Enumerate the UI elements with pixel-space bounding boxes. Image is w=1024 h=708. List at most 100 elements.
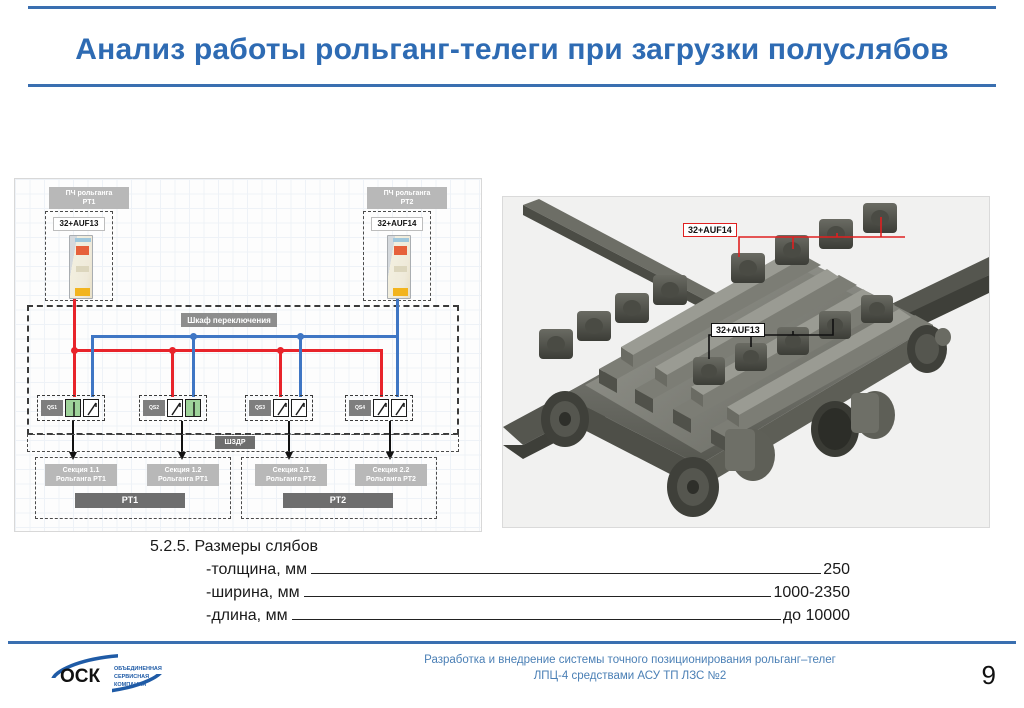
red-drop-2: [171, 349, 174, 397]
title-rule-bottom: [28, 84, 996, 87]
blue-drop-3: [299, 335, 302, 397]
vfd-right-icon: [387, 235, 411, 299]
blue-drop-2: [192, 335, 195, 397]
switch-qs4-a[interactable]: [373, 399, 389, 417]
osk-logo: ОСК ОБЪЕДИНЕННАЯ СЕРВИСНАЯ КОМПАНИЯ: [48, 652, 178, 696]
callout-tag-auf14: 32+AUF14: [683, 223, 737, 237]
roller-table-2-box: [241, 457, 437, 519]
section-2-2-line2: Рольганга РТ2: [366, 476, 416, 483]
section-1-1-line2: Рольганга РТ1: [56, 476, 106, 483]
wheels: [541, 325, 951, 517]
blue-node-1: [190, 333, 197, 340]
osk-logo-sub2: СЕРВИСНАЯ: [114, 674, 149, 680]
render-svg: [503, 197, 989, 527]
szdr-band: [27, 434, 459, 452]
arrow-to-section-1-1: [69, 421, 77, 460]
page-number: 9: [981, 660, 996, 690]
spec-value-length: до 10000: [782, 607, 850, 624]
section-1-1-line1: Секция 1.1: [62, 467, 100, 474]
blue-node-2: [297, 333, 304, 340]
footer-text-line1: Разработка и внедрение системы точного п…: [424, 654, 836, 666]
szdr-label: ШЗДР: [215, 436, 255, 449]
drive-left-caption: ПЧ рольганга РТ1: [49, 187, 129, 209]
osk-logo-text: ОСК: [60, 666, 101, 687]
switching-cabinet-label: Шкаф переключения: [181, 313, 277, 327]
drive-left-tag: 32+AUF13: [53, 217, 105, 231]
roller-table-2-label: РТ2: [283, 493, 393, 508]
spec-leader-thickness: [311, 563, 822, 574]
drive-right-tag: 32+AUF14: [371, 217, 423, 231]
section-2-1-label: Секция 2.1 Рольганга РТ2: [255, 464, 327, 486]
section-1-1-label: Секция 1.1 Рольганга РТ1: [45, 464, 117, 486]
red-bus-horizontal: [73, 349, 383, 352]
footer-text-line2: ЛПЦ-4 средствами АСУ ТП ЛЗС №2: [533, 670, 727, 682]
spec-label-thickness: -толщина, мм: [206, 561, 308, 578]
spec-row-thickness: -толщина, мм 250: [206, 561, 850, 579]
footer-rule: [8, 641, 1016, 644]
electrical-schematic-diagram: ПЧ рольганга РТ1 32+AUF13 ПЧ рольганга Р…: [14, 178, 482, 532]
drive-right-caption: ПЧ рольганга РТ2: [367, 187, 447, 209]
blue-bus-horizontal: [91, 335, 398, 338]
switch-group-qs1[interactable]: QS1: [37, 395, 105, 421]
switch-qs3-a[interactable]: [273, 399, 289, 417]
switch-qs1-b[interactable]: [83, 399, 99, 417]
switch-group-qs4[interactable]: QS4: [345, 395, 413, 421]
switch-tag-qs2: QS2: [143, 400, 165, 416]
spec-leader-length: [291, 609, 781, 620]
section-1-2-label: Секция 1.2 Рольганга РТ1: [147, 464, 219, 486]
drive-right-caption-line1: ПЧ рольганга: [383, 190, 431, 197]
osk-logo-svg: ОСК ОБЪЕДИНЕННАЯ СЕРВИСНАЯ КОМПАНИЯ: [48, 652, 178, 696]
spec-value-width: 1000-2350: [773, 584, 850, 601]
callout-tag-auf13: 32+AUF13: [711, 323, 765, 337]
drive-right-caption-line2: РТ2: [400, 199, 414, 206]
section-2-2-label: Секция 2.2 Рольганга РТ2: [355, 464, 427, 486]
spec-label-length: -длина, мм: [206, 607, 288, 624]
drive-left-caption-line1: ПЧ рольганга: [65, 190, 113, 197]
switch-group-qs2[interactable]: QS2: [139, 395, 207, 421]
red-drop-4: [380, 349, 383, 397]
gearbox-blocks-lower: [693, 295, 893, 385]
osk-logo-sub3: КОМПАНИЯ: [114, 682, 146, 688]
callout-leaders-black: [708, 319, 834, 359]
red-drop-3: [279, 349, 282, 397]
red-node-3: [277, 347, 284, 354]
switch-tag-qs1: QS1: [41, 400, 63, 416]
spec-label-width: -ширина, мм: [206, 584, 300, 601]
drive-left-box: [45, 211, 113, 301]
spec-heading: 5.2.5. Размеры слябов: [150, 538, 318, 555]
section-1-2-line1: Секция 1.2: [164, 467, 202, 474]
blue-drop-1: [91, 335, 94, 397]
red-node-1: [71, 347, 78, 354]
roller-table-1-label: РТ1: [75, 493, 185, 508]
title-rule-top: [28, 6, 996, 9]
drive-left-caption-line2: РТ1: [82, 199, 96, 206]
spec-row-length: -длина, мм до 10000: [206, 607, 850, 625]
switch-group-qs3[interactable]: QS3: [245, 395, 313, 421]
arrow-to-section-2-2: [386, 421, 394, 460]
section-2-2-line1: Секция 2.2: [372, 467, 410, 474]
spec-leader-width: [303, 586, 772, 597]
switch-qs2-a[interactable]: [167, 399, 183, 417]
vfd-left-icon: [69, 235, 93, 299]
switch-qs4-b[interactable]: [391, 399, 407, 417]
switch-tag-qs4: QS4: [349, 400, 371, 416]
footer-text: Разработка и внедрение системы точного п…: [300, 652, 960, 684]
gearbox-blocks-upper: [731, 203, 897, 283]
gearbox-blocks-left: [539, 275, 687, 359]
spec-value-thickness: 250: [823, 561, 850, 578]
slab-dimensions-block: 5.2.5. Размеры слябов -толщина, мм 250 -…: [150, 538, 850, 630]
blue-drop-right-main: [396, 299, 399, 397]
drive-motors: [725, 391, 895, 481]
callout-leaders-red: [738, 217, 905, 257]
page-title: Анализ работы рольганг-телеги при загруз…: [75, 33, 949, 66]
switch-tag-qs3: QS3: [249, 400, 271, 416]
switch-qs3-b[interactable]: [291, 399, 307, 417]
red-node-2: [169, 347, 176, 354]
arrow-to-section-2-1: [285, 421, 293, 460]
section-2-1-line1: Секция 2.1: [272, 467, 310, 474]
arrow-to-section-1-2: [178, 421, 186, 460]
switch-qs2-b[interactable]: [185, 399, 201, 417]
switch-qs1-a[interactable]: [65, 399, 81, 417]
spec-row-width: -ширина, мм 1000-2350: [206, 584, 850, 602]
osk-logo-sub1: ОБЪЕДИНЕННАЯ: [114, 666, 162, 672]
